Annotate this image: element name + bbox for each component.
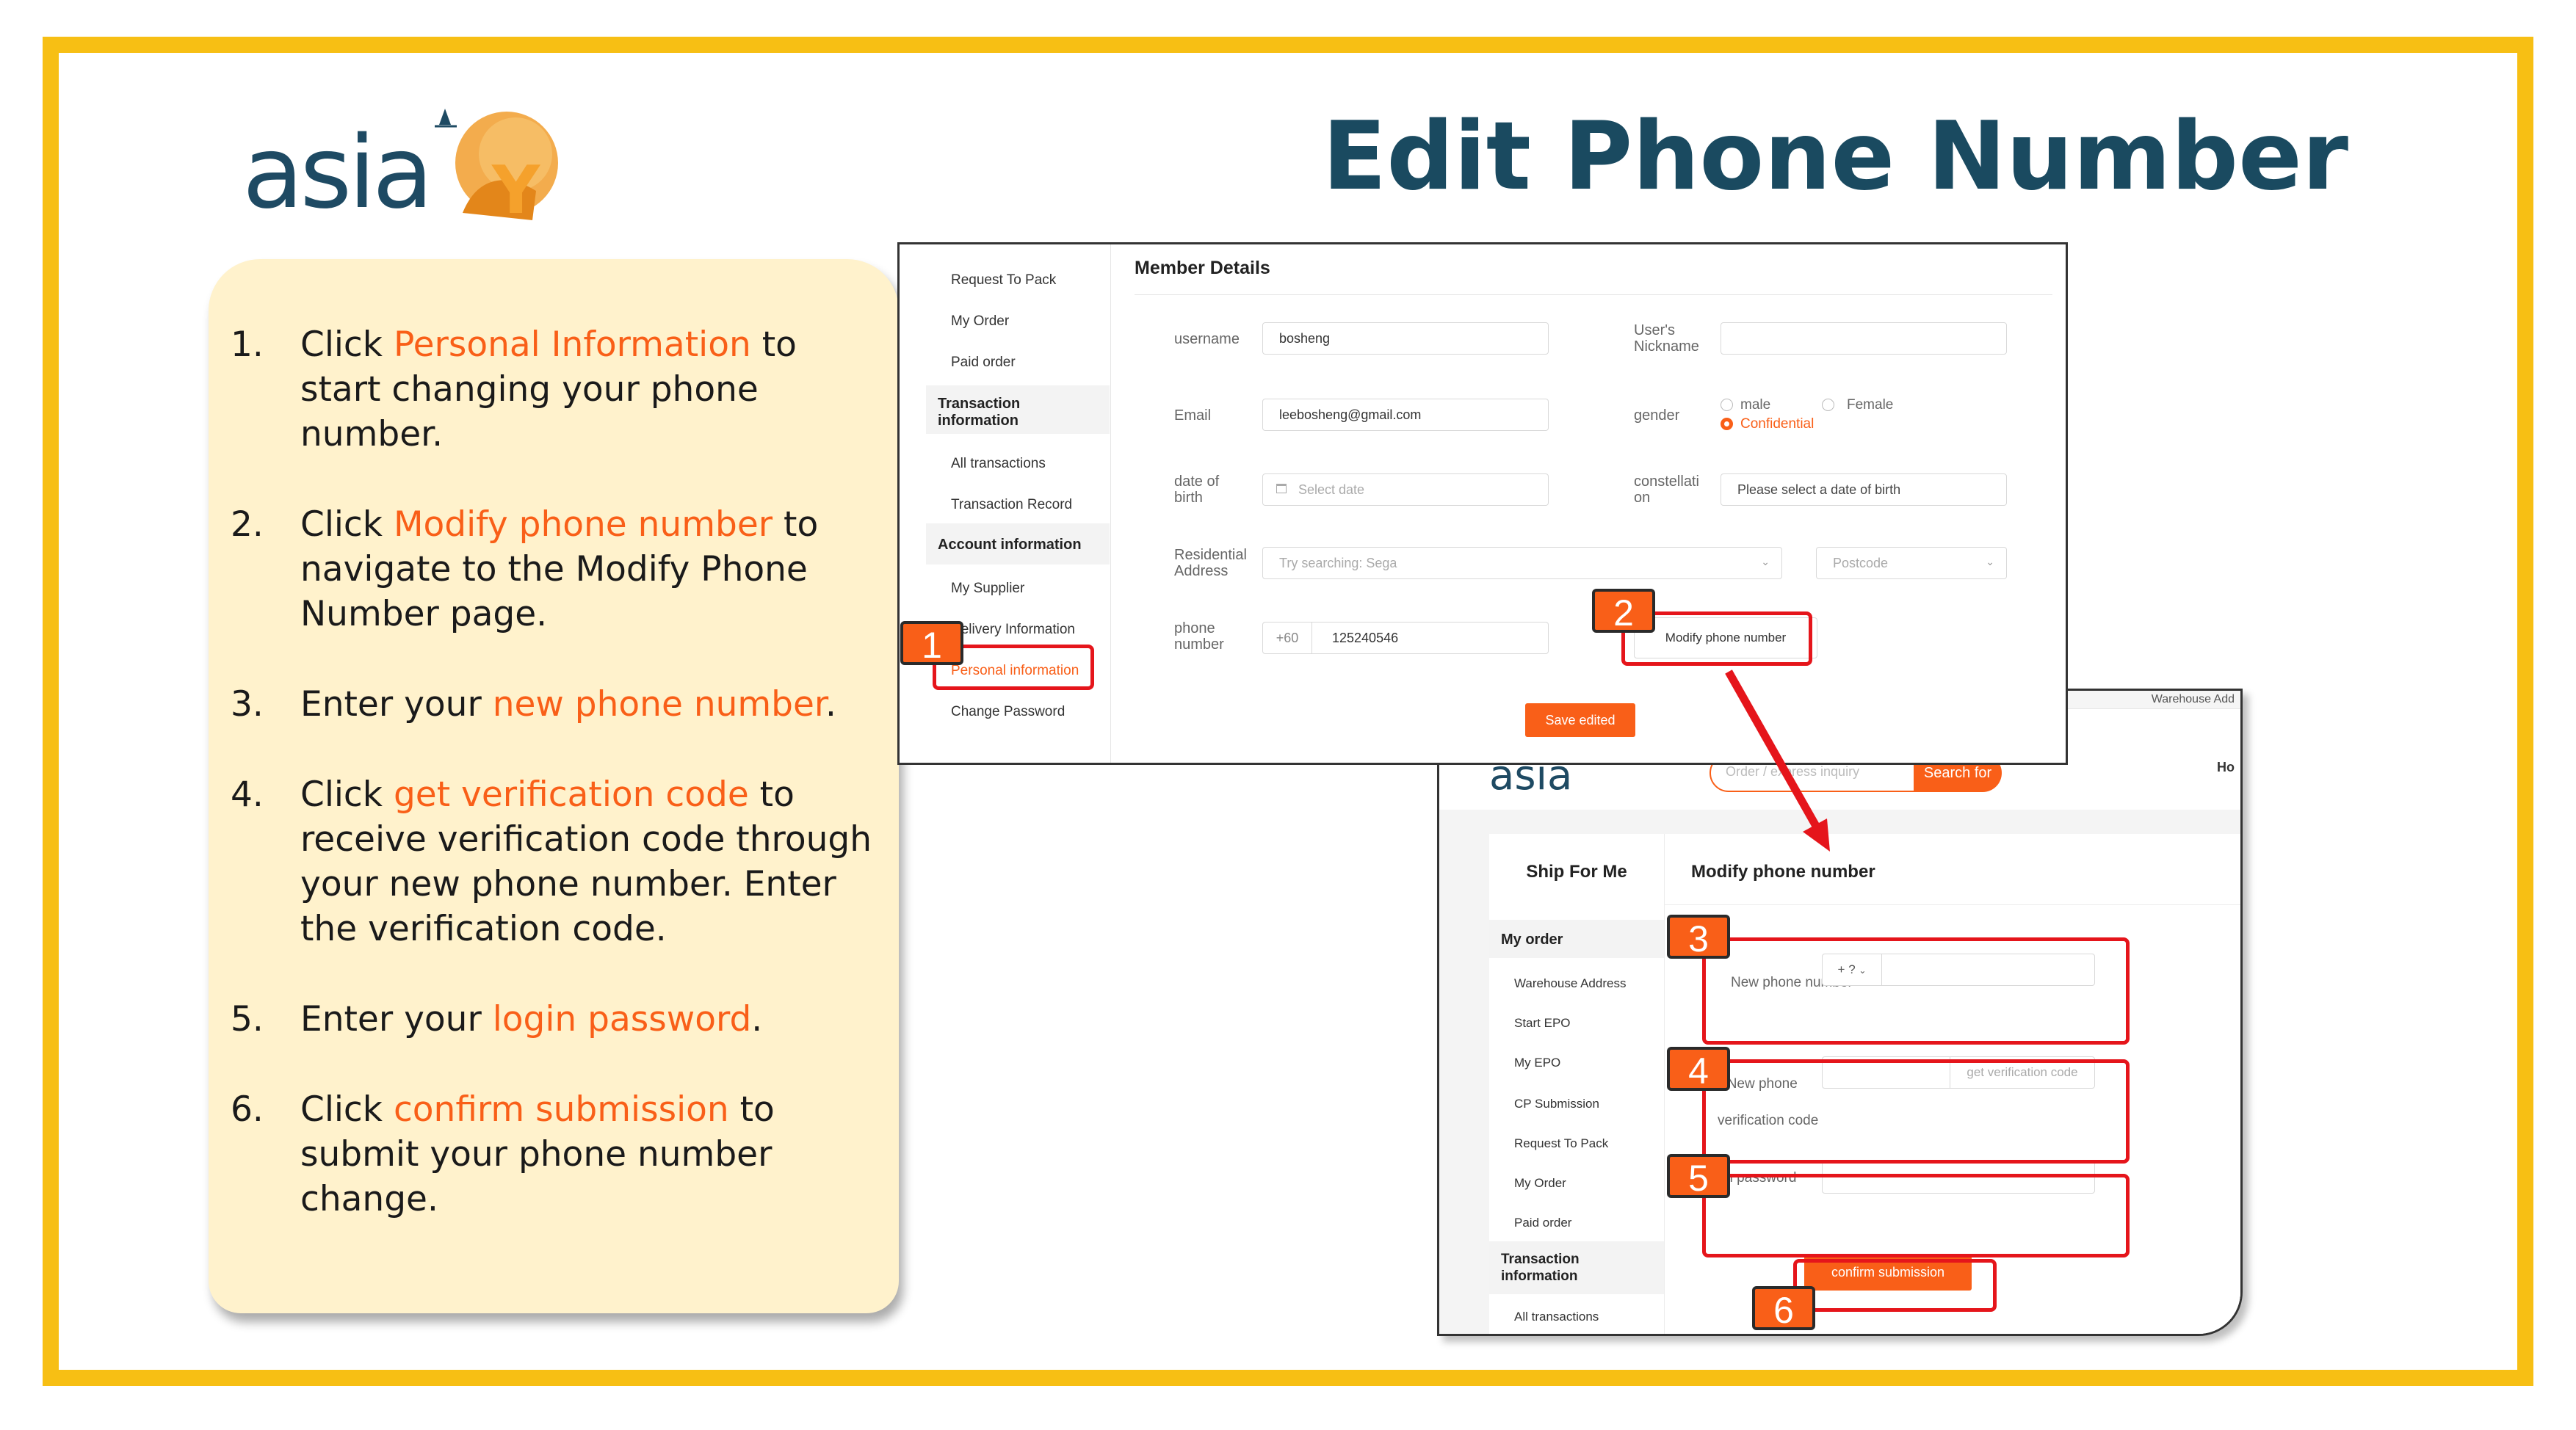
sidebar-item-my-epo[interactable]: My EPO <box>1514 1056 1561 1070</box>
step-badge-3: 3 <box>1667 915 1730 959</box>
phone-number-value: 125240546 <box>1332 631 1399 645</box>
instruction-step: 4.Click get verification code to receive… <box>231 774 872 949</box>
callout-box-modify-phone <box>1621 611 1812 666</box>
svg-text:Y: Y <box>491 152 541 228</box>
modify-phone-heading: Modify phone number <box>1691 862 1875 882</box>
constellation-field[interactable]: Please select a date of birth <box>1721 473 2007 506</box>
sidebar-item-transaction-record[interactable]: Transaction Record <box>951 497 1073 512</box>
sidebar-group-transaction-label: Transaction information <box>1501 1252 1580 1284</box>
asiay-logo: asia Y <box>242 103 587 228</box>
sidebar-item-paid-order[interactable]: Paid order <box>1514 1216 1572 1230</box>
logo-text: asia <box>242 115 433 231</box>
instructions-list: 1.Click Personal Information to start ch… <box>231 322 877 1267</box>
member-details-heading: Member Details <box>1135 258 1270 278</box>
sidebar-item-paid-order[interactable]: Paid order <box>951 355 1016 370</box>
step-badge-1: 1 <box>900 621 963 666</box>
sidebar-group-my-order-label: My order <box>1501 932 1563 948</box>
page-title: Edit Phone Number <box>1322 102 2348 211</box>
gender-male-radio[interactable] <box>1721 399 1733 411</box>
calendar-icon <box>1276 484 1287 493</box>
sidebar-item-all-transactions[interactable]: All transactions <box>951 456 1046 471</box>
sidebar-item-request-to-pack[interactable]: Request To Pack <box>1514 1136 1609 1150</box>
instruction-step: 5.Enter your login password. <box>231 999 763 1039</box>
email-field[interactable]: leebosheng@gmail.com <box>1262 399 1549 431</box>
new-phone-field[interactable]: + ? ⌄ <box>1822 954 2095 986</box>
step-badge-4: 4 <box>1667 1047 1730 1092</box>
chevron-down-icon: ⌄ <box>1986 556 1994 567</box>
sidebar-item-delivery-information[interactable]: Delivery Information <box>951 622 1075 637</box>
slide-frame <box>43 37 2533 1386</box>
chevron-down-icon: ⌄ <box>1859 965 1867 976</box>
chevron-down-icon: ⌄ <box>1761 556 1770 567</box>
phone-number-label: phone number <box>1174 620 1224 653</box>
address-search-field[interactable]: Try searching: Sega ⌄ <box>1262 547 1782 579</box>
gender-female-label: Female <box>1847 397 1894 413</box>
constellation-label: constellation <box>1634 473 1699 506</box>
instruction-step: 3.Enter your new phone number. <box>231 684 836 725</box>
gender-confidential-label: Confidential <box>1740 416 1815 432</box>
sidebar-group-my-order <box>1489 920 1664 958</box>
gender-female-radio[interactable] <box>1822 399 1834 411</box>
callout-box-confirm <box>1793 1259 1997 1312</box>
sidebar-item-my-order[interactable]: My Order <box>951 313 1010 329</box>
callout-box-password <box>1702 1174 2130 1257</box>
logo-mark-icon: Y <box>435 109 558 228</box>
sidebar-group-account-label: Account information <box>938 537 1082 553</box>
sidebar-item-warehouse-address[interactable]: Warehouse Address <box>1514 976 1627 990</box>
callout-box-personal-information <box>933 645 1094 690</box>
heading-divider <box>1665 904 2240 905</box>
dob-field[interactable]: Select date <box>1262 473 1549 506</box>
step-badge-2: 2 <box>1592 589 1655 634</box>
country-code-select[interactable]: + ? ⌄ <box>1823 954 1882 985</box>
sidebar-item-all-transactions[interactable]: All transactions <box>1514 1310 1599 1324</box>
login-password-field[interactable] <box>1822 1161 2095 1194</box>
sidebar-item-personal-information[interactable]: Personal information <box>951 663 1079 678</box>
callout-box-verification <box>1702 1059 2130 1164</box>
instruction-step: 1.Click Personal Information to start ch… <box>231 324 797 454</box>
account-sidebar: Request To Pack My Order Paid order Tran… <box>900 244 1111 763</box>
username-field[interactable]: bosheng <box>1262 322 1549 355</box>
postcode-select[interactable]: Postcode ⌄ <box>1816 547 2007 579</box>
callout-box-new-phone <box>1702 937 2130 1045</box>
step-badge-6: 6 <box>1752 1286 1815 1331</box>
sidebar-item-start-epo[interactable]: Start EPO <box>1514 1016 1571 1030</box>
gender-male-label: male <box>1740 397 1771 413</box>
modify-phone-panel: Modify phone number New phone number + ?… <box>1664 834 2240 1334</box>
dob-label: date of birth <box>1174 473 1220 506</box>
sidebar-group-transaction <box>1489 1241 1664 1294</box>
sidebar-group-account <box>926 523 1110 565</box>
gender-confidential-radio[interactable] <box>1721 418 1733 430</box>
phone-number-field: +60 125240546 <box>1262 622 1549 654</box>
sidebar-item-my-supplier[interactable]: My Supplier <box>951 581 1025 596</box>
ship-for-me-sidebar: Ship For Me My order Warehouse Address S… <box>1489 834 1664 1334</box>
sidebar-group-transaction <box>926 385 1110 434</box>
top-bar-link[interactable]: Warehouse Add <box>2151 693 2235 705</box>
nickname-label: User's Nickname <box>1634 322 1699 355</box>
save-edited-button[interactable]: Save edited <box>1525 703 1635 737</box>
sidebar-item-change-password[interactable]: Change Password <box>951 704 1066 719</box>
sidebar-title: Ship For Me <box>1526 862 1627 882</box>
instructions-card: 1.Click Personal Information to start ch… <box>209 259 899 1313</box>
instruction-step: 6.Click confirm submission to submit you… <box>231 1089 775 1219</box>
sidebar-item-cp-submission[interactable]: CP Submission <box>1514 1097 1599 1111</box>
gender-label: gender <box>1634 407 1680 424</box>
get-verification-code-button[interactable]: get verification code <box>1950 1057 2094 1088</box>
sidebar-item-my-order[interactable]: My Order <box>1514 1176 1566 1190</box>
nav-home-link[interactable]: Ho <box>2217 760 2235 774</box>
residential-address-label: Residential Address <box>1174 547 1247 579</box>
instruction-step: 2.Click Modify phone number to navigate … <box>231 504 819 634</box>
username-label: username <box>1174 331 1240 347</box>
nickname-field[interactable] <box>1721 322 2007 355</box>
modify-phone-button[interactable]: Modify phone number <box>1634 617 1817 658</box>
step-badge-5: 5 <box>1667 1154 1730 1199</box>
email-label: Email <box>1174 407 1212 424</box>
sidebar-item-request-to-pack[interactable]: Request To Pack <box>951 272 1057 288</box>
member-details-screenshot: Request To Pack My Order Paid order Tran… <box>897 242 2068 765</box>
heading-divider <box>1135 294 2052 295</box>
phone-country-code: +60 <box>1263 623 1312 653</box>
sidebar-group-transaction-label: Transaction information <box>938 396 1021 429</box>
